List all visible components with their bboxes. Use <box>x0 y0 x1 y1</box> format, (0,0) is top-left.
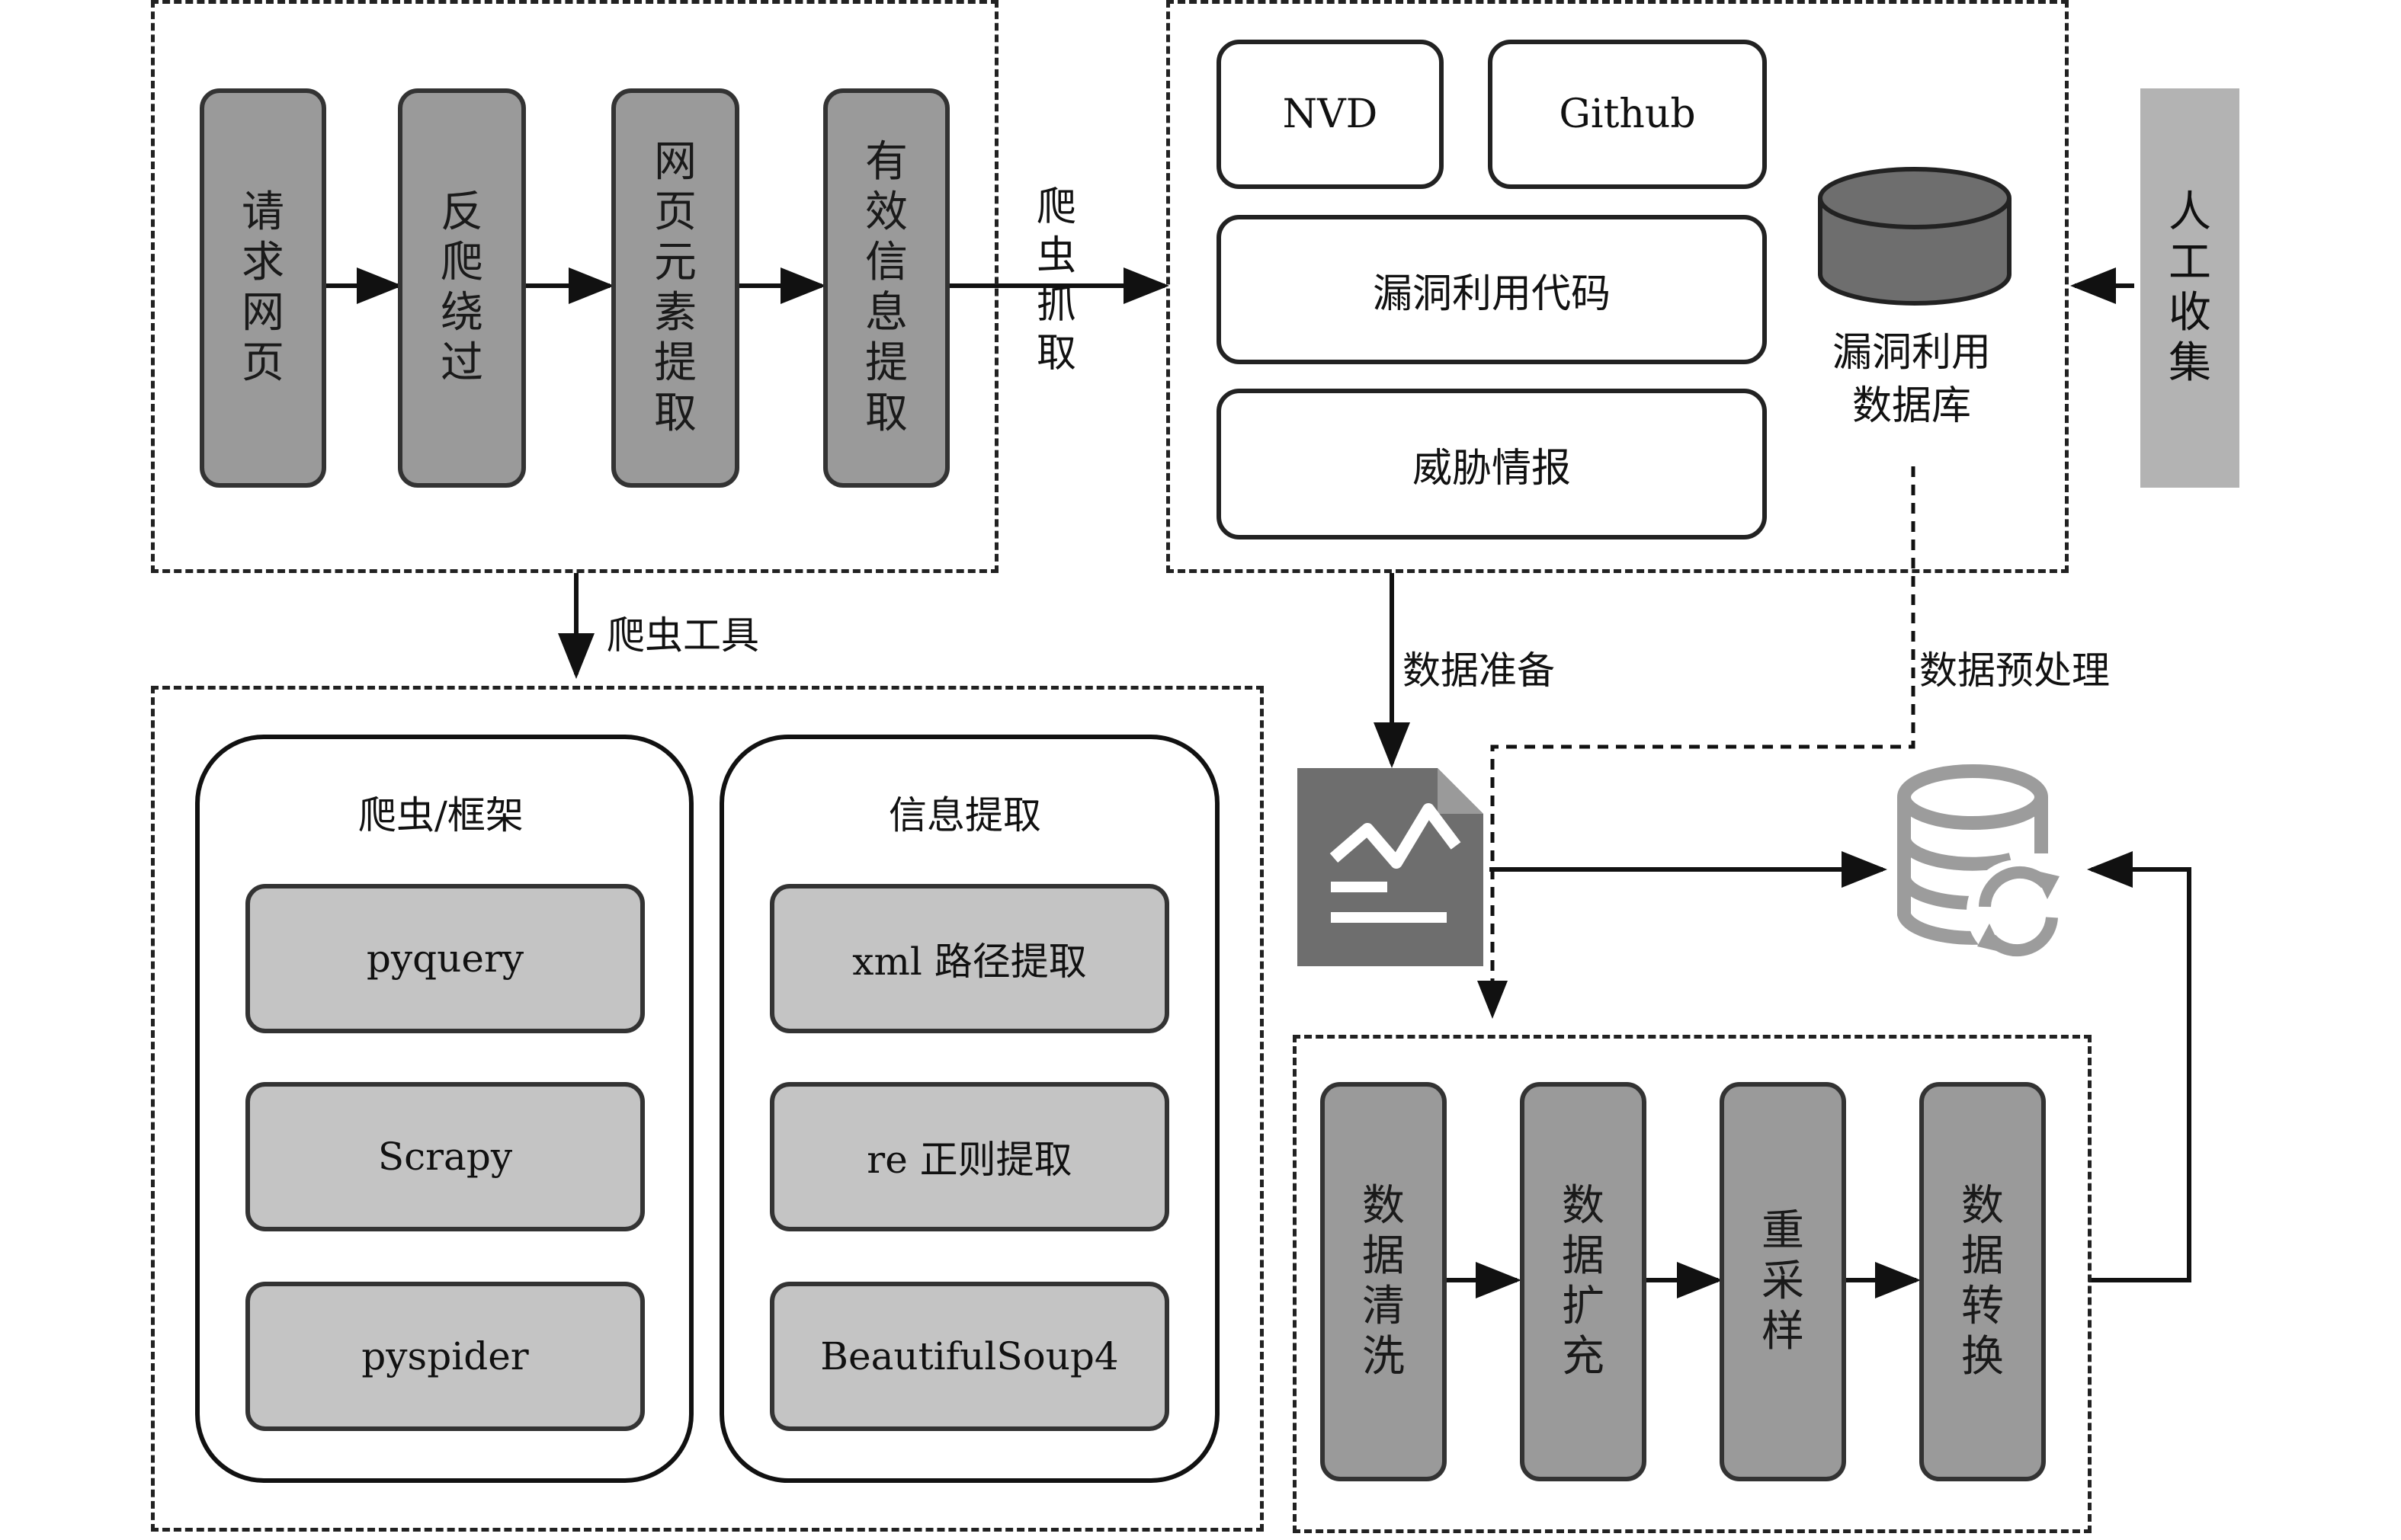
vertical-char: 爬 <box>1037 184 1077 230</box>
crawl-label: 爬虫抓取 <box>1037 183 1076 378</box>
vertical-char: 集 <box>2169 338 2211 388</box>
vertical-char: 取 <box>865 389 908 438</box>
vertical-char: 数 <box>1562 1181 1604 1231</box>
extraction-item: BeautifulSoup4 <box>770 1282 1169 1431</box>
data-prep-label: 数据准备 <box>1402 648 1555 693</box>
vertical-char: 清 <box>1362 1282 1405 1331</box>
processing-step-label: 数据清洗 <box>1362 1181 1405 1382</box>
source-exploit-code: 漏洞利用代码 <box>1217 215 1767 364</box>
processing-container <box>1293 1035 2092 1533</box>
vertical-char: 取 <box>1037 331 1077 376</box>
crawler-step-element-extract: 网页元素提取 <box>611 88 739 488</box>
vertical-char: 收 <box>2169 288 2211 338</box>
vertical-char: 转 <box>1961 1282 2004 1331</box>
vertical-char: 信 <box>865 238 908 287</box>
manual-collection-label: 人工收集 <box>2169 187 2211 389</box>
extraction-item: xml 路径提取 <box>770 884 1169 1033</box>
framework-item: Scrapy <box>245 1082 645 1231</box>
crawler-step-label: 网页元素提取 <box>654 137 697 439</box>
vertical-char: 抓 <box>1037 282 1077 328</box>
vertical-char: 效 <box>865 187 908 237</box>
vertical-char: 请 <box>242 187 284 237</box>
processed-database-icon <box>1897 764 2070 963</box>
crawler-step-info-extract: 有效信息提取 <box>823 88 950 488</box>
extraction-item: re 正则提取 <box>770 1082 1169 1231</box>
framework-item: pyspider <box>245 1282 645 1431</box>
processing-step-label: 数据扩充 <box>1562 1181 1604 1382</box>
processing-step-resample: 重采样 <box>1720 1082 1846 1481</box>
framework-item: pyquery <box>245 884 645 1033</box>
sources-container <box>1166 0 2069 573</box>
vertical-char: 工 <box>2169 238 2211 287</box>
vertical-char: 据 <box>1562 1231 1604 1281</box>
vertical-char: 采 <box>1761 1257 1804 1306</box>
source-github: Github <box>1488 40 1767 189</box>
vertical-char: 人 <box>2169 187 2211 237</box>
crawler-step-label: 请求网页 <box>242 187 284 389</box>
crawler-step-label: 反爬绕过 <box>441 187 483 389</box>
document-chart-icon <box>1297 768 1483 966</box>
vertical-char: 充 <box>1562 1332 1604 1382</box>
vertical-char: 爬 <box>441 238 483 287</box>
vertical-char: 有 <box>865 137 908 187</box>
database-label-line1: 漏洞利用 <box>1832 330 1992 376</box>
vertical-char: 数 <box>1362 1181 1405 1231</box>
vertical-char: 提 <box>654 338 697 388</box>
vertical-char: 换 <box>1961 1332 2004 1382</box>
vertical-char: 反 <box>441 187 483 237</box>
crawler-step-request: 请求网页 <box>200 88 326 488</box>
vertical-char: 样 <box>1761 1307 1804 1356</box>
processing-step-augment: 数据扩充 <box>1520 1082 1646 1481</box>
tools-label: 爬虫工具 <box>607 613 759 658</box>
crawler-step-anti-crawl: 反爬绕过 <box>398 88 526 488</box>
vertical-char: 扩 <box>1562 1282 1604 1331</box>
vertical-char: 网 <box>242 288 284 338</box>
manual-collection-box: 人工收集 <box>2140 88 2239 488</box>
vertical-char: 据 <box>1961 1231 2004 1281</box>
processing-step-label: 数据转换 <box>1961 1181 2004 1382</box>
database-icon <box>1818 167 2012 306</box>
database-label-line2: 数据库 <box>1852 383 1972 429</box>
processing-step-transform: 数据转换 <box>1919 1082 2046 1481</box>
vertical-char: 网 <box>654 137 697 187</box>
vertical-char: 重 <box>1761 1206 1804 1256</box>
arrow-feedback <box>2087 851 2191 1282</box>
frameworks-title: 爬虫/框架 <box>358 793 524 837</box>
tools-container <box>151 686 1264 1532</box>
vertical-char: 页 <box>242 338 284 388</box>
crawler-step-label: 有效信息提取 <box>865 137 908 439</box>
vertical-char: 息 <box>865 288 908 338</box>
vertical-char: 元 <box>654 238 697 287</box>
processing-step-clean: 数据清洗 <box>1320 1082 1447 1481</box>
vertical-char: 数 <box>1961 1181 2004 1231</box>
preprocess-label: 数据预处理 <box>1919 648 2110 693</box>
source-nvd: NVD <box>1217 40 1444 189</box>
processing-step-label: 重采样 <box>1761 1206 1804 1357</box>
extraction-title: 信息提取 <box>889 793 1041 837</box>
vertical-char: 虫 <box>1037 233 1077 279</box>
vertical-char: 求 <box>242 238 284 287</box>
vertical-char: 取 <box>654 389 697 438</box>
vertical-char: 洗 <box>1362 1332 1405 1382</box>
vertical-char: 据 <box>1362 1231 1405 1281</box>
vertical-char: 过 <box>441 338 483 388</box>
source-threat-intel: 威胁情报 <box>1217 389 1767 539</box>
crawl-label-text: 爬虫抓取 <box>1037 183 1076 378</box>
vertical-char: 绕 <box>441 288 483 338</box>
vertical-char: 页 <box>654 187 697 237</box>
vertical-char: 提 <box>865 338 908 388</box>
vertical-char: 素 <box>654 288 697 338</box>
crawler-flow-container <box>151 0 999 573</box>
